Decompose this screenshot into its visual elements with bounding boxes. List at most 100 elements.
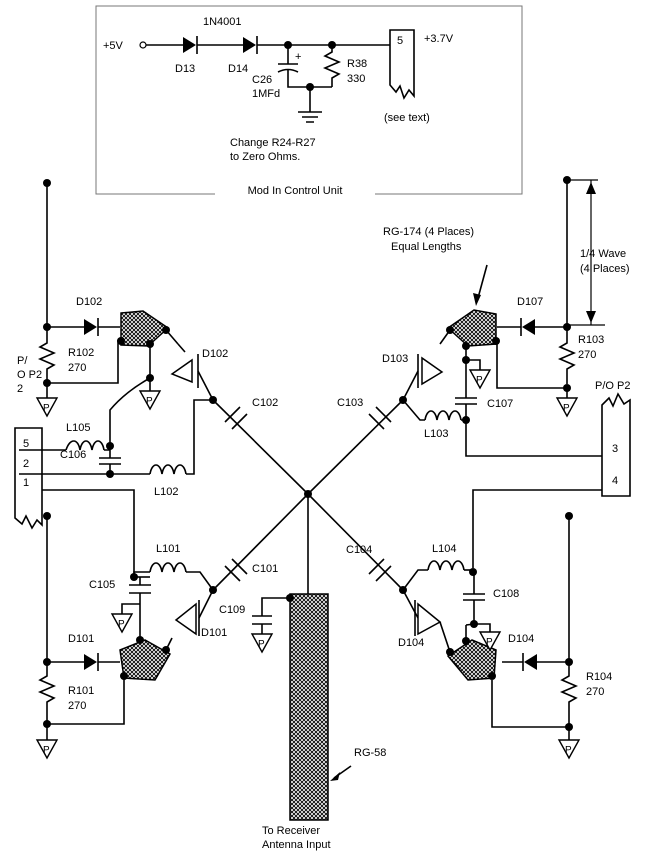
c26-label: C26 bbox=[252, 74, 272, 86]
l102-label: L102 bbox=[154, 486, 178, 498]
inductor-l103 bbox=[424, 410, 462, 421]
l104-label: L104 bbox=[432, 543, 456, 555]
diode-type-label: 1N4001 bbox=[203, 16, 242, 28]
quadrant-top-right: D107 P R103 270 1/4 Wave (4 Places) RG-1… bbox=[382, 176, 630, 457]
note-line-2: to Zero Ohms. bbox=[230, 151, 300, 163]
to-receiver-label: To Receiver bbox=[262, 825, 320, 837]
capacitor-c108 bbox=[463, 572, 485, 601]
d102-top-label: D102 bbox=[76, 296, 102, 308]
d104-diag-label: D104 bbox=[398, 637, 424, 649]
d101-left-label: D101 bbox=[68, 633, 94, 645]
d103-label: D103 bbox=[382, 353, 408, 365]
v37-label: +3.7V bbox=[424, 33, 454, 45]
inductor-l104 bbox=[427, 560, 465, 571]
connector-right-34: 3 4 P/O P2 bbox=[472, 380, 631, 568]
capacitor-c103 bbox=[368, 406, 392, 430]
connector-left-521: 5 2 1 P/ O P2 2 bbox=[14, 355, 135, 577]
c102-label: C102 bbox=[252, 397, 278, 409]
rg174-stub-tr bbox=[446, 309, 500, 350]
diode-d14 bbox=[243, 36, 258, 54]
inductor-l101 bbox=[149, 562, 187, 573]
diode-d102-top bbox=[84, 318, 99, 336]
d101-diag-label: D101 bbox=[201, 627, 227, 639]
l103-label: L103 bbox=[424, 428, 448, 440]
pop2-label-1: P/ bbox=[17, 355, 28, 367]
c109-ground-p: P bbox=[258, 639, 265, 650]
rg174-stub-bl bbox=[119, 636, 172, 681]
pop2-label-2: O P2 bbox=[17, 369, 42, 381]
d107-label: D107 bbox=[517, 296, 543, 308]
po-p2-label: P/O P2 bbox=[595, 380, 630, 392]
capacitor-c102 bbox=[224, 406, 248, 430]
inductor-l102 bbox=[149, 464, 187, 475]
inductor-l105 bbox=[65, 440, 105, 451]
r103-value: 270 bbox=[578, 349, 596, 361]
see-text-label: (see text) bbox=[384, 112, 430, 124]
bl-ground-p: P bbox=[43, 745, 50, 756]
capacitor-c106 bbox=[99, 446, 121, 474]
tr-ground-p: P bbox=[563, 403, 570, 414]
r38-label: R38 bbox=[347, 58, 367, 70]
c26-plus: + bbox=[295, 51, 301, 63]
center-cross: C102 C103 C101 C104 bbox=[212, 397, 404, 594]
quarter-wave-label-1: 1/4 Wave bbox=[580, 248, 626, 260]
diode-d102-diag bbox=[170, 354, 199, 388]
c109-label: C109 bbox=[219, 604, 245, 616]
d13-label: D13 bbox=[175, 63, 195, 75]
r104-label: R104 bbox=[586, 671, 612, 683]
capacitor-c26 bbox=[277, 63, 299, 73]
conn-pin2: 2 bbox=[23, 458, 29, 470]
bl-ground2-p: P bbox=[118, 619, 125, 630]
mod-control-unit-box: Mod In Control Unit +5V 1N4001 D13 D14 +… bbox=[95, 5, 523, 198]
r102-value: 270 bbox=[68, 362, 86, 374]
conn-pin4: 4 bbox=[612, 475, 618, 487]
rg58-label: RG-58 bbox=[354, 747, 386, 759]
pop2-label-3: 2 bbox=[17, 383, 23, 395]
box-caption: Mod In Control Unit bbox=[248, 185, 343, 197]
diode-d103 bbox=[417, 354, 444, 388]
d14-label: D14 bbox=[228, 63, 248, 75]
diode-d13 bbox=[183, 36, 198, 54]
r101-label: R101 bbox=[68, 685, 94, 697]
rg174-stub-br bbox=[446, 637, 497, 681]
r104-value: 270 bbox=[586, 686, 604, 698]
r102-label: R102 bbox=[68, 347, 94, 359]
br-ground-p: P bbox=[565, 745, 572, 756]
d102-diag-label: D102 bbox=[202, 348, 228, 360]
conn-pin1: 1 bbox=[23, 477, 29, 489]
c107-label: C107 bbox=[487, 398, 513, 410]
tl-ground2-p: P bbox=[146, 396, 153, 407]
l101-label: L101 bbox=[156, 543, 180, 555]
plus5v-label: +5V bbox=[103, 40, 124, 52]
diode-d104-right bbox=[522, 653, 537, 671]
c105-label: C105 bbox=[89, 579, 115, 591]
r38-value: 330 bbox=[347, 73, 365, 85]
rg174-label-1: RG-174 (4 Places) bbox=[383, 226, 474, 238]
c106-label: C106 bbox=[60, 449, 86, 461]
c101-label: C101 bbox=[252, 563, 278, 575]
diode-d101-diag bbox=[174, 600, 200, 636]
d104-right-label: D104 bbox=[508, 633, 534, 645]
quadrant-bottom-right: D104 P R104 270 P C108 L104 bbox=[398, 512, 612, 759]
connector-pin5: 5 bbox=[389, 29, 415, 100]
r103-label: R103 bbox=[578, 334, 604, 346]
br-ground2-p: P bbox=[486, 637, 493, 648]
antenna-input-label: Antenna Input bbox=[262, 839, 331, 851]
c104-label: C104 bbox=[346, 544, 372, 556]
r101-value: 270 bbox=[68, 700, 86, 712]
quadrant-bottom-left: D101 P R101 270 C105 P L101 bbox=[36, 512, 227, 759]
c108-label: C108 bbox=[493, 588, 519, 600]
conn-pin5: 5 bbox=[23, 438, 29, 450]
c103-label: C103 bbox=[337, 397, 363, 409]
capacitor-c101 bbox=[224, 558, 248, 582]
diode-d101-left bbox=[84, 653, 99, 671]
diode-d107 bbox=[520, 318, 535, 336]
quarter-wave-label-2: (4 Places) bbox=[580, 263, 630, 275]
c26-value: 1MFd bbox=[252, 88, 280, 100]
tl-ground-p: P bbox=[43, 403, 50, 414]
rg58-coax: P C109 RG-58 To Receiver Antenna Input bbox=[219, 593, 386, 851]
pin5-label: 5 bbox=[397, 35, 403, 47]
capacitor-c105 bbox=[129, 577, 151, 594]
note-line-1: Change R24-R27 bbox=[230, 137, 316, 149]
